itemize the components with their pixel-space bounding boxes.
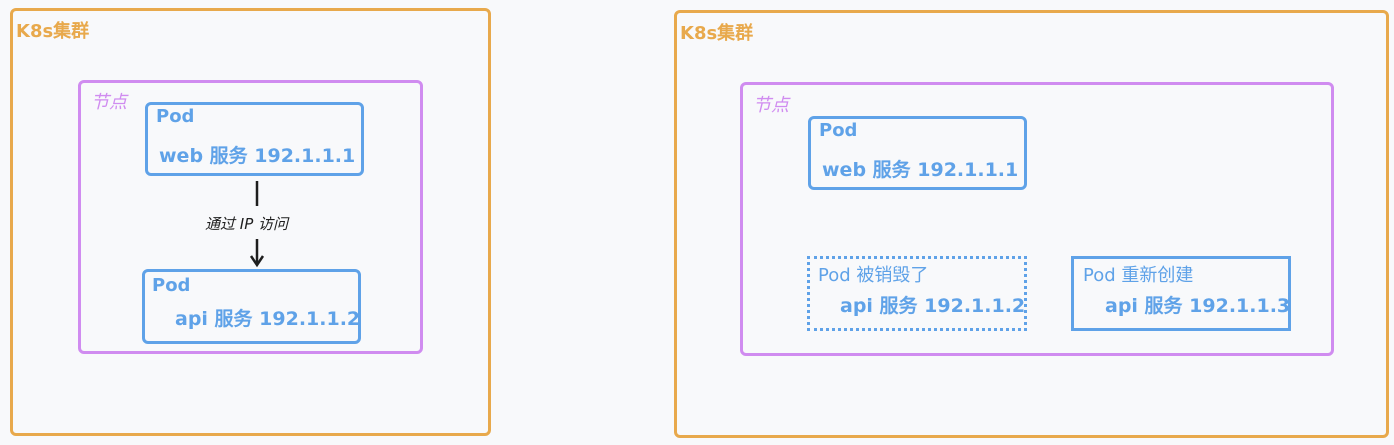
right-web-pod: [808, 116, 1027, 190]
right-web-pod-text: web 服务 192.1.1.1: [822, 159, 1019, 181]
left-api-pod-text: api 服务 192.1.1.2: [175, 308, 361, 330]
left-cluster-label: K8s集群: [16, 21, 90, 42]
right-k8s-cluster: [674, 10, 1389, 438]
left-web-pod-text: web 服务 192.1.1.1: [159, 145, 356, 167]
arrow-head-icon: [249, 255, 265, 268]
arrow-label: 通过 IP 访问: [205, 215, 289, 233]
right-node: [740, 82, 1334, 356]
recreated-pod: [1071, 256, 1291, 331]
destroyed-pod: [807, 256, 1027, 331]
recreated-pod-text: api 服务 192.1.1.3: [1105, 295, 1291, 317]
left-api-pod-title: Pod: [152, 275, 191, 296]
left-k8s-cluster: [10, 8, 491, 436]
left-api-pod: [142, 269, 361, 344]
destroyed-pod-text: api 服务 192.1.1.2: [840, 295, 1026, 317]
left-node-label: 节点: [91, 92, 127, 113]
left-web-pod: [145, 102, 364, 176]
right-web-pod-title: Pod: [819, 120, 858, 141]
destroyed-pod-title: Pod 被销毁了: [818, 265, 929, 286]
left-node: [78, 80, 423, 354]
right-node-label: 节点: [753, 95, 789, 116]
left-web-pod-title: Pod: [156, 106, 195, 127]
recreated-pod-title: Pod 重新创建: [1083, 265, 1194, 286]
right-cluster-label: K8s集群: [680, 23, 754, 44]
